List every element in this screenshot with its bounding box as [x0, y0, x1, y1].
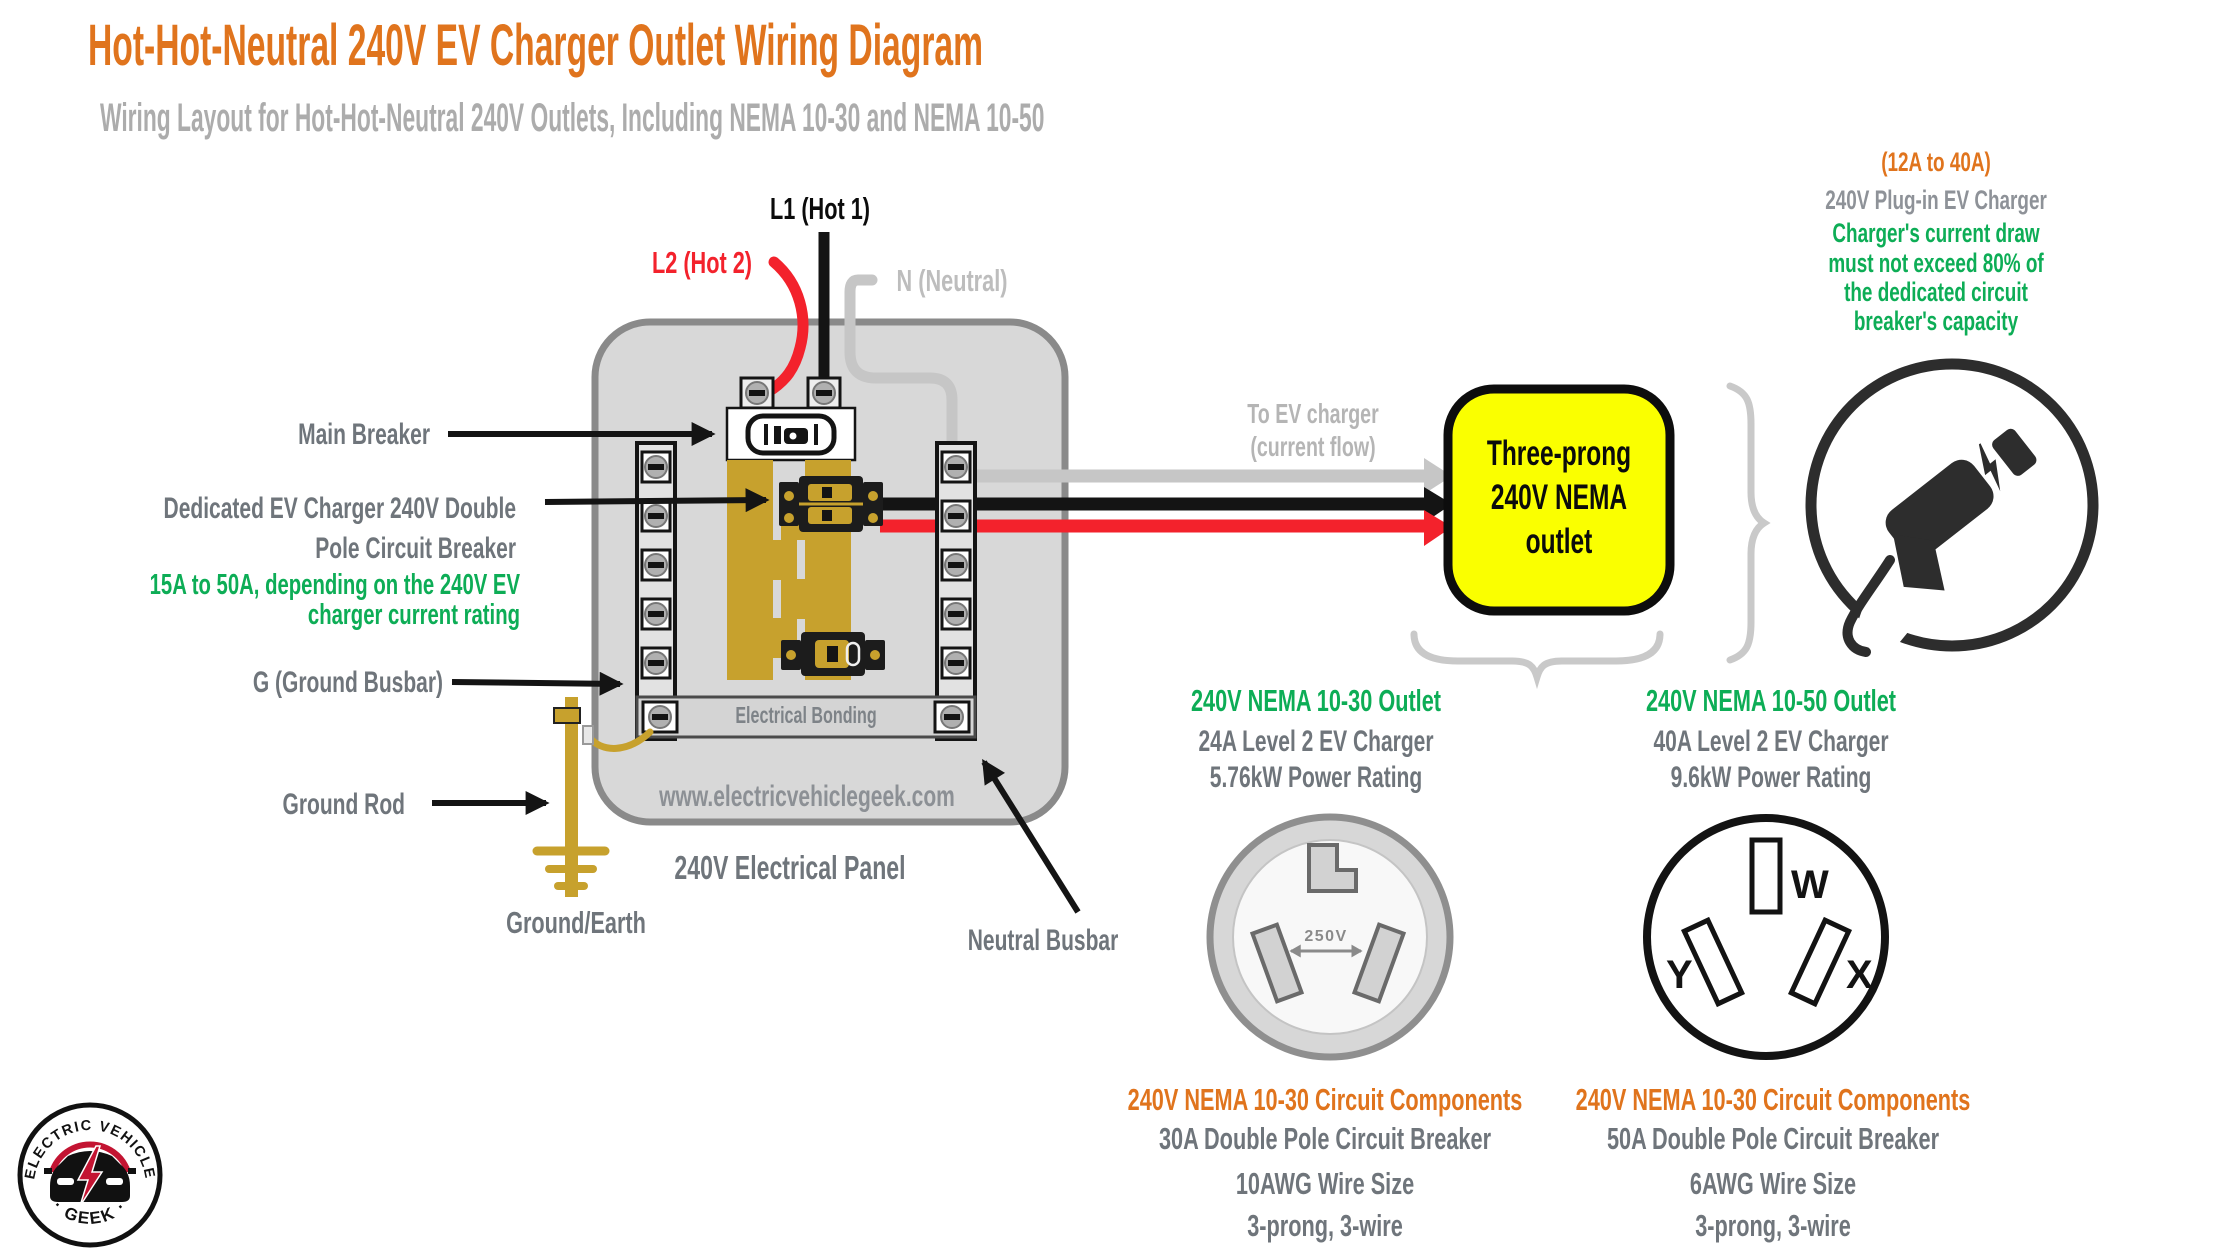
charger-note-4: breaker's capacity — [1853, 306, 2019, 336]
page-title: Hot-Hot-Neutral 240V EV Charger Outlet W… — [88, 13, 984, 78]
ev-double-pole-breaker — [779, 476, 883, 532]
logo-red-arc — [49, 1141, 131, 1174]
nema-10-50-line2: 9.6kW Power Rating — [1670, 761, 1872, 794]
label-arrows — [432, 422, 1081, 914]
nema-10-50-line1: 40A Level 2 EV Charger — [1653, 725, 1889, 758]
breaker-rating-note-1: 15A to 50A, depending on the 240V EV — [149, 569, 520, 601]
brand-logo: ELECTRIC VEHICLE · GEEK · — [17, 1102, 163, 1248]
nema-10-50-outlet-face: W Y X — [1643, 814, 1889, 1060]
l2-terminal — [739, 376, 775, 410]
charger-note-3: the dedicated circuit — [1844, 277, 2028, 307]
brace-under-outlet — [1410, 630, 1664, 690]
nema-10-30-title: 240V NEMA 10-30 Outlet — [1190, 683, 1442, 718]
logo-lightning-icon — [76, 1145, 104, 1207]
website-label: www.electricvehiclegeek.com — [659, 780, 955, 813]
components-10-30-line2: 10AWG Wire Size — [1235, 1166, 1415, 1201]
ground-busbar — [635, 441, 677, 741]
nema-10-50-title: 240V NEMA 10-50 Outlet — [1645, 683, 1897, 718]
page-subtitle: Wiring Layout for Hot-Hot-Neutral 240V O… — [100, 96, 1045, 140]
outlet-box-label-1: Three-prong — [1486, 434, 1632, 473]
ground-rod — [532, 697, 654, 897]
components-10-50-line3: 3-prong, 3-wire — [1695, 1208, 1851, 1243]
ground-busbar-label: G (Ground Busbar) — [252, 666, 443, 699]
nema-10-30-line1: 24A Level 2 EV Charger — [1198, 725, 1434, 758]
l2-wire-label: L2 (Hot 2) — [651, 245, 753, 280]
outlet-box-label-3: outlet — [1525, 522, 1593, 561]
components-10-50-line2: 6AWG Wire Size — [1689, 1166, 1857, 1201]
l1-wire-label: L1 (Hot 1) — [769, 191, 871, 226]
dedicated-breaker-label-1: Dedicated EV Charger 240V Double — [163, 492, 517, 525]
to-ev-charger-label-1: To EV charger — [1247, 398, 1379, 429]
electrical-bonding-label: Electrical Bonding — [735, 702, 877, 728]
to-ev-charger-label-2: (current flow) — [1250, 431, 1376, 462]
components-10-30-line1: 30A Double Pole Circuit Breaker — [1158, 1121, 1492, 1156]
nema-10-30-outlet-face: 250V — [1206, 813, 1454, 1061]
l-slot — [1307, 843, 1358, 893]
neutral-busbar — [935, 441, 977, 741]
electrical-bonding-bar — [635, 695, 977, 739]
main-breaker-label: Main Breaker — [298, 418, 430, 451]
nema-outlet-box — [1443, 384, 1675, 616]
ground-earth-label: Ground/Earth — [506, 905, 646, 940]
charger-amps-label: (12A to 40A) — [1881, 147, 1991, 177]
ev-charger-plug-icon — [1805, 358, 2099, 657]
neutral-wire — [844, 274, 958, 462]
hot2-arrowhead — [1424, 510, 1452, 546]
w-terminal-label: W — [1791, 863, 1829, 907]
components-10-50-line1: 50A Double Pole Circuit Breaker — [1606, 1121, 1940, 1156]
nema-10-30-line2: 5.76kW Power Rating — [1209, 761, 1423, 794]
y-terminal-label: Y — [1666, 953, 1693, 997]
components-10-50-title: 240V NEMA 10-30 Circuit Components — [1575, 1082, 1971, 1117]
voltage-label: 250V — [1304, 928, 1347, 945]
charger-note-1: Charger's current draw — [1832, 218, 2040, 248]
l1-terminal — [806, 376, 842, 410]
components-10-30-title: 240V NEMA 10-30 Circuit Components — [1127, 1082, 1523, 1117]
l2-hot-wire — [762, 256, 809, 398]
charger-name-label: 240V Plug-in EV Charger — [1825, 185, 2047, 215]
charger-note-2: must not exceed 80% of — [1828, 248, 2044, 278]
outlet-box-label-2: 240V NEMA — [1490, 478, 1628, 517]
neutral-arrowhead — [1424, 458, 1452, 494]
components-10-30-line3: 3-prong, 3-wire — [1247, 1208, 1403, 1243]
brace-right-of-outlet — [1726, 382, 1771, 664]
breaker-rating-note-2: charger current rating — [307, 599, 520, 631]
hot1-arrowhead — [1424, 487, 1452, 523]
x-terminal-label: X — [1846, 953, 1873, 997]
panel-name-label: 240V Electrical Panel — [674, 849, 906, 886]
neutral-busbar-label: Neutral Busbar — [967, 924, 1119, 957]
neutral-wire-label: N (Neutral) — [896, 263, 1008, 298]
dedicated-breaker-label-2: Pole Circuit Breaker — [315, 532, 516, 565]
earth-symbol-icon — [532, 846, 610, 890]
main-breaker — [725, 406, 857, 462]
branch-breaker — [781, 632, 885, 676]
ground-rod-label: Ground Rod — [282, 788, 405, 821]
